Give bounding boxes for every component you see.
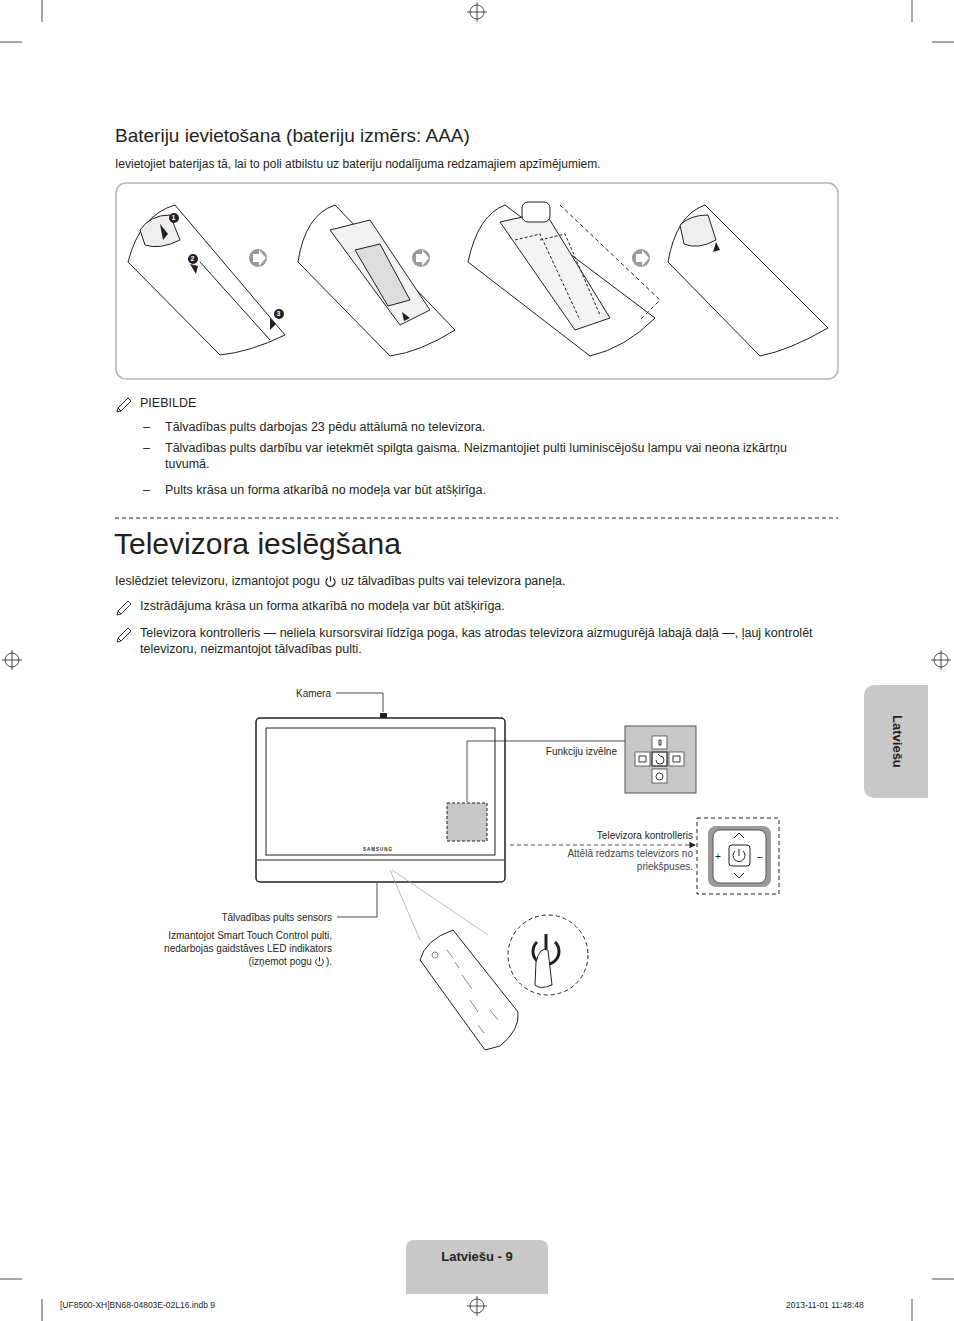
list-dash: – — [143, 419, 150, 435]
callout-number: 3 — [277, 309, 281, 318]
list-dash: – — [143, 482, 150, 498]
label-text: Attēlā redzams televizors no priekšpuses… — [553, 847, 693, 873]
label-text: – — [757, 850, 763, 863]
label-text: Televizora kontrolleris — neliela kursor… — [140, 625, 840, 658]
leader-lines — [336, 693, 695, 917]
tab-label: Latviešu - 9 — [441, 1249, 513, 1266]
section-divider — [115, 518, 838, 519]
language-tab: Latviešu — [864, 685, 928, 798]
label-text: SAMSUNG — [363, 847, 393, 853]
power-symbol — [314, 956, 325, 967]
tv-illustration — [256, 713, 505, 882]
function-menu-panel — [625, 726, 696, 793]
print-slug: [UF8500-XH]BN68-04803E-02L16.indb 9 — [60, 1300, 215, 1311]
label-text: Kamera — [296, 687, 331, 700]
body-text: uz tālvadības pults vai televizora paneļ… — [341, 573, 565, 589]
label-text: Tālvadības pults darbojas 23 pēdu attālu… — [165, 419, 485, 435]
label-text: + — [715, 850, 721, 863]
label-text: Tālvadības pults sensors — [221, 911, 332, 924]
label-text: Izstrādājuma krāsa un forma atkarībā no … — [140, 598, 505, 614]
body-text: Ieslēdziet televizoru, izmantojot pogu — [115, 573, 320, 589]
label-text: Televizora kontrolleris — [597, 829, 693, 842]
callout-number: 1 — [172, 213, 176, 222]
label-text: Pults krāsa un forma atkarībā no modeļa … — [165, 482, 486, 498]
remote-illustration — [390, 870, 588, 1050]
list-dash: – — [143, 440, 150, 456]
page-number-tab: Latviešu - 9 — [406, 1240, 548, 1294]
callout-number: 2 — [191, 254, 195, 263]
section-heading: Bateriju ievietošana (bateriju izmērs: A… — [115, 124, 470, 149]
power-symbol — [324, 575, 337, 588]
note-pencil-icons — [117, 398, 131, 642]
body-text: Ievietojiet baterijas tā, lai to poli at… — [115, 157, 601, 173]
print-slug: ). — [326, 955, 332, 968]
print-slug: 2013-11-01 11:48:48 — [786, 1300, 864, 1311]
battery-figure-frame — [116, 183, 838, 379]
label-text: Funkciju izvēlne — [546, 745, 617, 758]
remote-battery-steps — [128, 202, 828, 356]
label-text: Tālvadības pults darbību var ietekmēt sp… — [165, 440, 825, 473]
page-title: Televizora ieslēgšana — [114, 524, 401, 563]
direction-arrows — [160, 213, 720, 330]
label-text: PIEBILDE — [140, 395, 196, 411]
label-text: Izmantojot Smart Touch Control pulti, ne… — [142, 929, 332, 955]
tab-label: Latviešu — [888, 715, 905, 768]
label-text: (izņemot pogu — [249, 955, 312, 968]
tv-controller — [697, 818, 779, 894]
